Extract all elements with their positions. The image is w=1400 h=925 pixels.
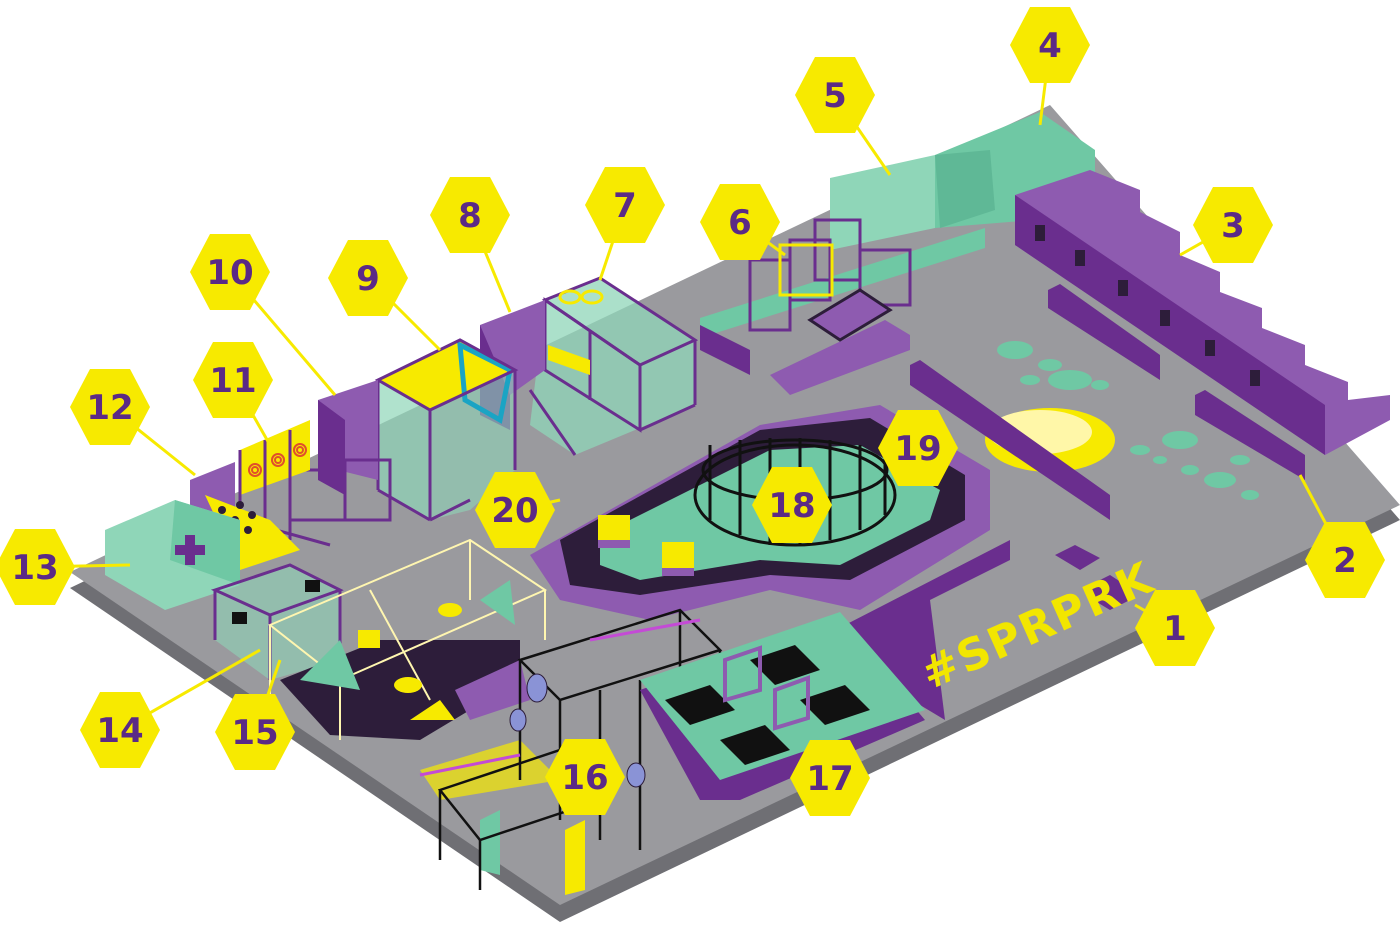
- area-15-playground: [268, 538, 548, 740]
- marker-2-label: 2: [1333, 541, 1357, 581]
- area-3-sawtooth-wall: [1015, 170, 1390, 455]
- marker-14-label: 14: [96, 711, 143, 751]
- marker-6[interactable]: 6: [700, 184, 780, 260]
- marker-11-label: 11: [209, 361, 256, 401]
- area-7-room: [528, 276, 699, 456]
- marker-10-label: 10: [206, 253, 253, 293]
- marker-17[interactable]: 17: [790, 740, 870, 816]
- marker-3[interactable]: 3: [1193, 187, 1273, 263]
- marker-19-label: 19: [894, 429, 941, 469]
- marker-1[interactable]: 1: [1135, 590, 1215, 666]
- marker-9-label: 9: [356, 259, 380, 299]
- area-16-ninja-course: [419, 608, 723, 895]
- markers: 1 2 3 4 5 6 7 8: [0, 7, 1385, 816]
- marker-18-label: 18: [768, 486, 815, 526]
- area-10-room: [288, 380, 392, 522]
- area-13-first-aid: [105, 500, 240, 610]
- marker-13[interactable]: 13: [0, 529, 75, 605]
- marker-19[interactable]: 19: [878, 410, 958, 486]
- area-17-trampolines: [640, 612, 925, 800]
- marker-4[interactable]: 4: [1010, 7, 1090, 83]
- marker-13-label: 13: [11, 548, 58, 588]
- marker-20[interactable]: 20: [475, 472, 555, 548]
- marker-16[interactable]: 16: [545, 739, 625, 815]
- marker-8[interactable]: 8: [430, 177, 510, 253]
- marker-11[interactable]: 11: [193, 342, 273, 418]
- marker-12-label: 12: [86, 388, 133, 428]
- marker-14[interactable]: 14: [80, 692, 160, 768]
- marker-7[interactable]: 7: [585, 167, 665, 243]
- marker-7-label: 7: [613, 186, 637, 226]
- area-6-structure: [748, 218, 912, 342]
- marker-15[interactable]: 15: [215, 694, 295, 770]
- marker-18[interactable]: 18: [752, 467, 832, 543]
- marker-2[interactable]: 2: [1305, 522, 1385, 598]
- marker-17-label: 17: [806, 759, 853, 799]
- marker-5[interactable]: 5: [795, 57, 875, 133]
- area-2-lounge: [997, 284, 1305, 500]
- marker-3-label: 3: [1221, 206, 1245, 246]
- marker-6-label: 6: [728, 203, 752, 243]
- marker-10[interactable]: 10: [190, 234, 270, 310]
- marker-8-label: 8: [458, 196, 482, 236]
- marker-5-label: 5: [823, 76, 847, 116]
- marker-16-label: 16: [561, 758, 608, 798]
- marker-12[interactable]: 12: [70, 369, 150, 445]
- area-14-room: [210, 563, 344, 680]
- marker-1-label: 1: [1163, 609, 1187, 649]
- marker-4-label: 4: [1038, 26, 1062, 66]
- marker-9[interactable]: 9: [328, 240, 408, 316]
- marker-20-label: 20: [491, 491, 538, 531]
- marker-15-label: 15: [231, 713, 278, 753]
